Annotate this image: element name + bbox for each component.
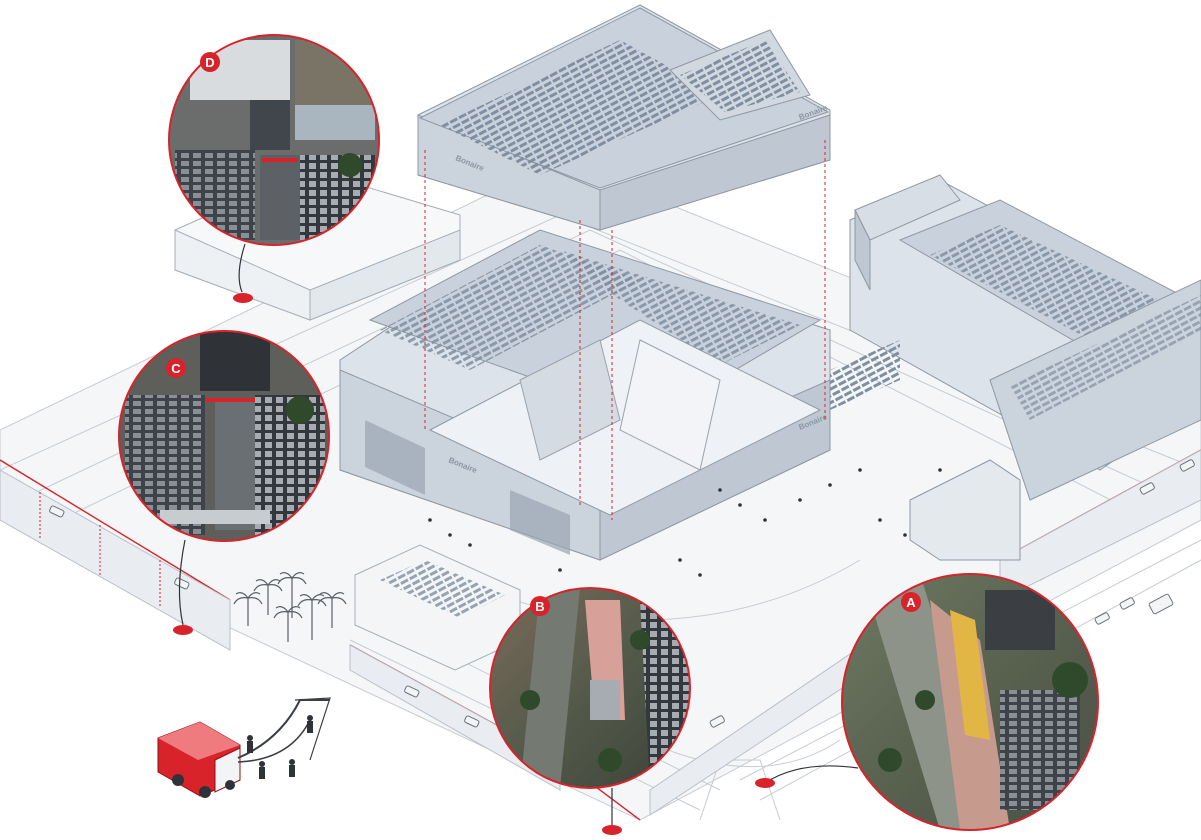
callout-d-marker xyxy=(233,293,253,303)
callout-c-badge xyxy=(166,358,186,378)
firefighter-icon xyxy=(247,715,313,779)
palm-tree-icon xyxy=(233,572,347,642)
callout-b-label: B xyxy=(535,599,544,614)
aerial-photo-b xyxy=(490,588,690,788)
callout-c-label: C xyxy=(171,361,181,376)
right-wing xyxy=(830,174,1201,561)
callout-b-badge xyxy=(530,596,550,616)
aerial-photo-d xyxy=(169,35,379,245)
callout-a-label: A xyxy=(906,595,916,610)
callout-a-badge xyxy=(901,592,921,612)
fire-truck-icon xyxy=(157,697,331,798)
callout-a-marker xyxy=(755,778,775,788)
callout-d-badge xyxy=(200,52,220,72)
callout-d-label: D xyxy=(205,55,214,70)
pedestrians xyxy=(428,468,942,577)
callout-b[interactable]: B xyxy=(489,587,691,835)
main-mall-building: Bonaire Bonaire xyxy=(339,229,831,561)
aerial-photo-c xyxy=(119,331,329,541)
exploded-roof: Bonaire Bonaire xyxy=(417,4,831,520)
callout-b-marker xyxy=(602,825,622,835)
callout-c-marker xyxy=(173,625,193,635)
car-icon xyxy=(49,459,1195,728)
front-pavilion xyxy=(354,544,521,671)
aerial-photo-a xyxy=(842,574,1098,830)
